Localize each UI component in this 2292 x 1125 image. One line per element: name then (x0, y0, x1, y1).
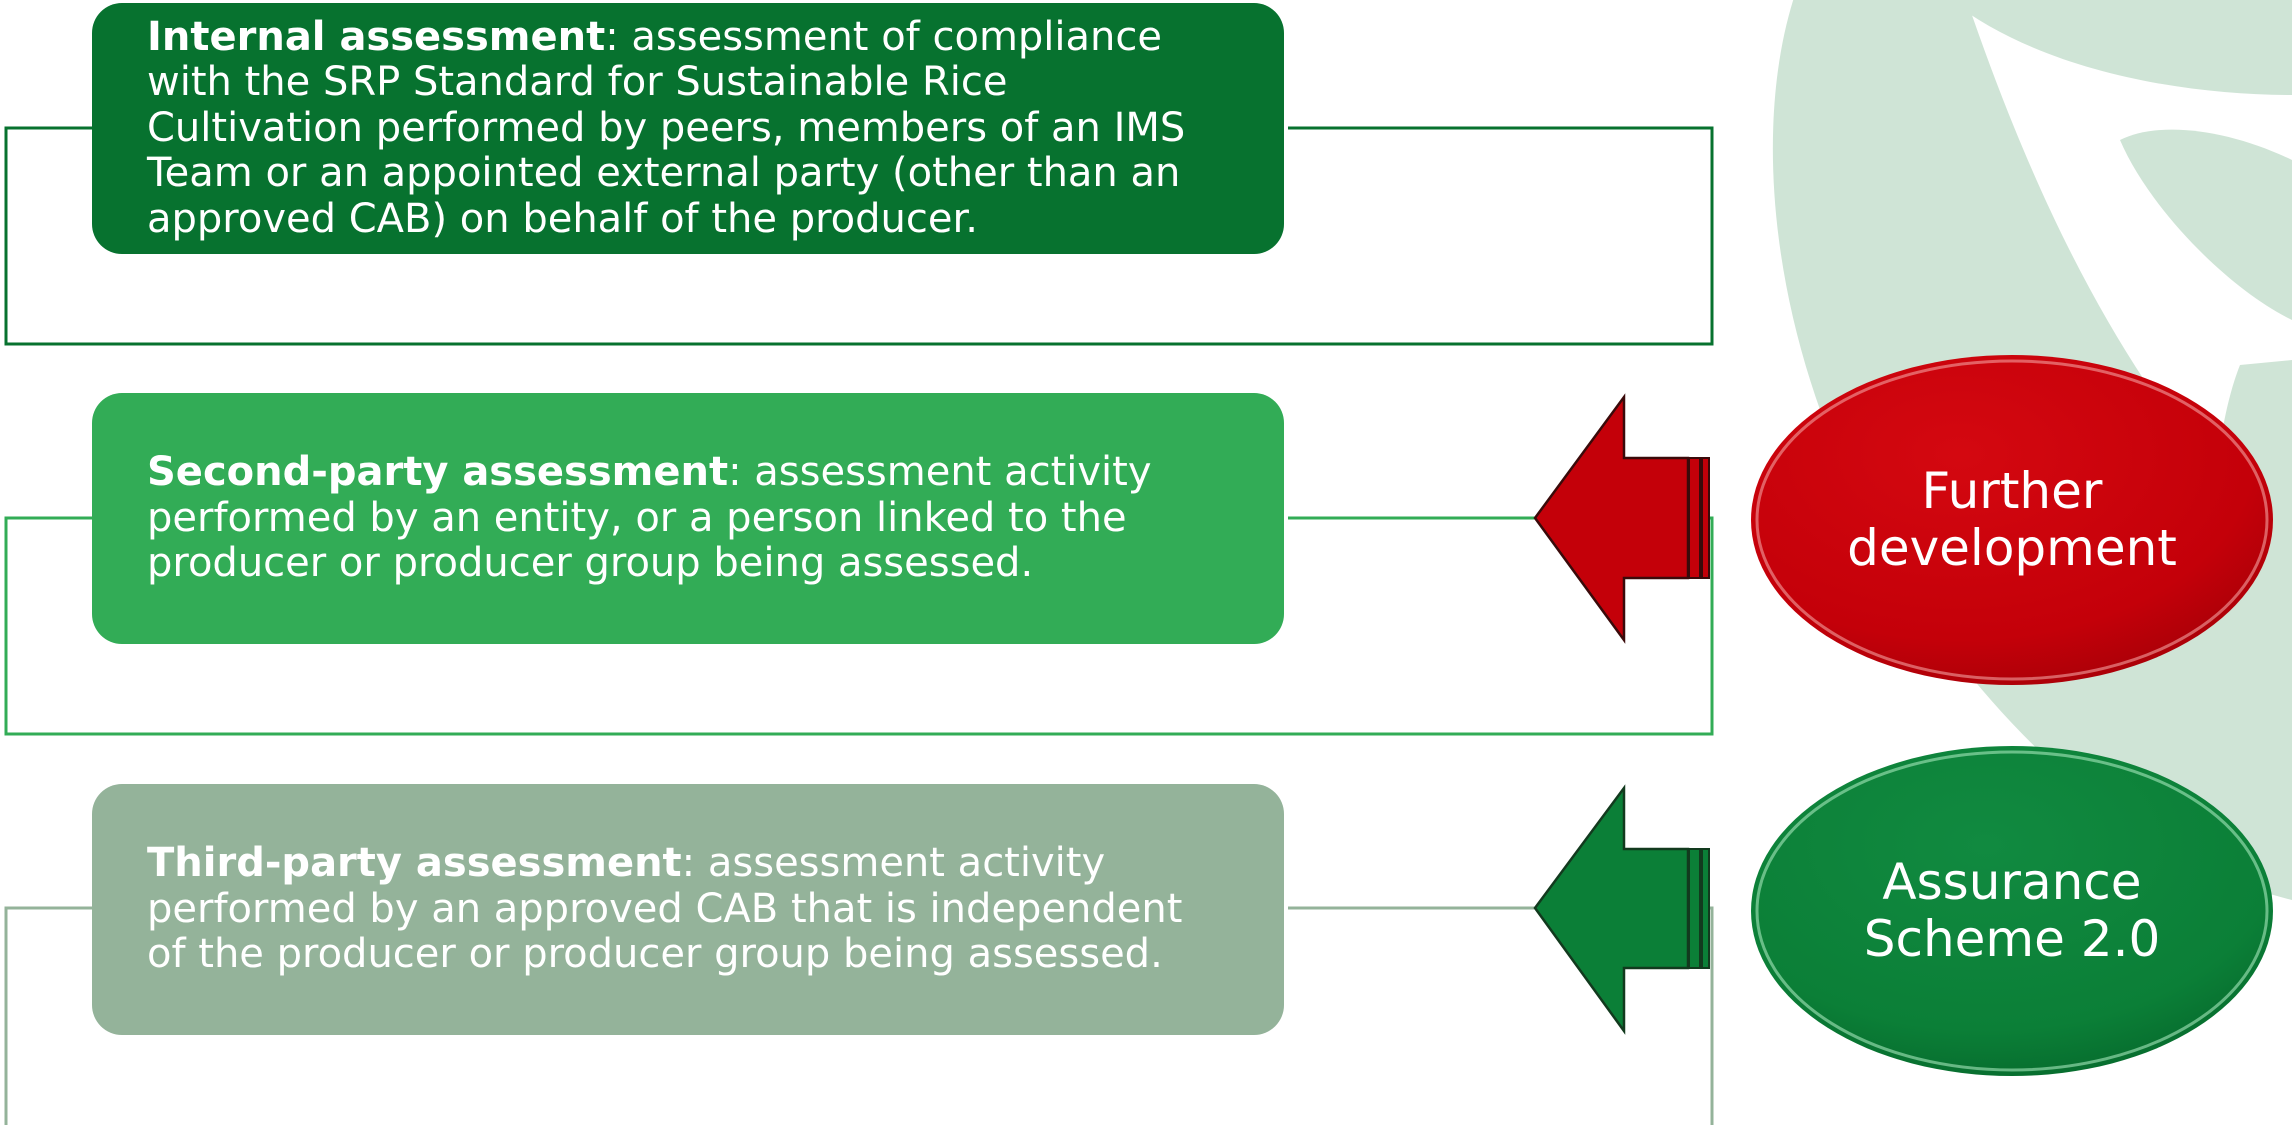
leaf-upper-right (2120, 129, 2292, 320)
oval-assurance-scheme (1751, 746, 2273, 1076)
second-party-assessment-term: Second-party assessment (147, 449, 729, 496)
left-arrow-icon (1533, 393, 1710, 644)
leaf-top (1950, 0, 2292, 95)
third-party-assessment-description: assessment activity performed by an appr… (147, 840, 1183, 978)
third-party-assessment-text: Third-party assessment: assessment activ… (147, 841, 1229, 978)
internal-assessment-separator: : (605, 13, 619, 60)
further-development-line-1: Further (1921, 462, 2103, 520)
second-party-assessment-box: Second-party assessment: assessment acti… (92, 393, 1284, 644)
third-party-assessment-term: Third-party assessment (147, 840, 682, 887)
internal-assessment-term: Internal assessment (147, 13, 606, 60)
assurance-scheme-line-2: Scheme 2.0 (1863, 910, 2161, 968)
second-party-assessment-description: assessment activity performed by an enti… (147, 449, 1152, 587)
internal-assessment-box: Internal assessment: assessment of compl… (92, 3, 1284, 254)
left-arrow-icon (1533, 784, 1710, 1035)
further-development-line-2: development (1847, 519, 2177, 577)
third-party-assessment-box: Third-party assessment: assessment activ… (92, 784, 1284, 1035)
third-party-assessment-separator: : (681, 840, 696, 887)
second-party-assessment-separator: : (728, 449, 742, 496)
further-development-label: Further development (1792, 420, 2232, 620)
internal-assessment-description: assessment of compliance with the SRP St… (147, 13, 1186, 242)
assurance-scheme-label: Assurance Scheme 2.0 (1792, 811, 2232, 1011)
second-party-assessment-text: Second-party assessment: assessment acti… (147, 450, 1229, 587)
bracket-internal (4, 126, 1714, 346)
oval-further-development (1751, 355, 2273, 685)
assurance-scheme-line-1: Assurance (1882, 853, 2142, 911)
internal-assessment-text: Internal assessment: assessment of compl… (147, 13, 1229, 243)
bracket-third (4, 906, 1714, 1125)
